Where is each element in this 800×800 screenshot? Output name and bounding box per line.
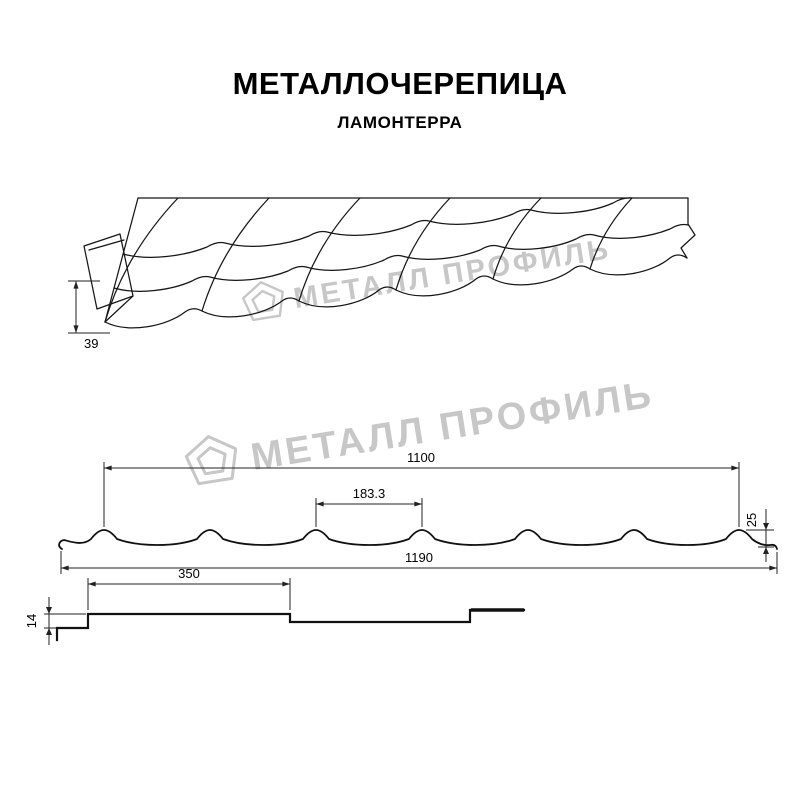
step-profile-line (55, 608, 526, 642)
dim-label-14: 14 (24, 614, 39, 628)
watermark-center: МЕТАЛЛ ПРОФИЛЬ (184, 374, 657, 486)
page-subtitle: ЛАМОНТЕРРА (337, 113, 463, 132)
arrow-up (763, 547, 769, 554)
arrow-down (763, 523, 769, 530)
tile-wave-line (201, 197, 270, 312)
dim-label-350: 350 (178, 566, 200, 581)
dim-label-1100: 1100 (407, 450, 435, 465)
cross-section-view: 1100 183.3 25 (58, 450, 778, 574)
step-profile-view: 350 14 (24, 566, 526, 645)
perspective-view: 39 (68, 197, 696, 351)
dimension-cover-width: 1100 (103, 450, 740, 527)
dimension-wave-pitch: 183.3 (315, 486, 423, 527)
dimension-step-height: 14 (24, 597, 86, 645)
tile-wave-line (298, 197, 361, 302)
watermark-upper: МЕТАЛЛ ПРОФИЛЬ (241, 233, 613, 322)
house-logo-icon (184, 435, 238, 486)
tile-row-line (122, 197, 633, 258)
dimension-module-length: 350 (87, 566, 291, 610)
dimension-profile-height: 25 (744, 509, 774, 562)
arrow-up (46, 628, 52, 635)
tile-row-line (113, 223, 689, 292)
tile-wave-line (492, 197, 542, 280)
dimension-overall-width: 1190 (60, 550, 778, 574)
dim-label-183-3: 183.3 (353, 486, 386, 501)
dimension-flange-height: 39 (68, 280, 110, 351)
tile-sheet-left-edge (104, 197, 139, 323)
start-flange-inner-line (88, 239, 125, 251)
start-flange-connector (104, 295, 134, 323)
dim-label-1190: 1190 (405, 550, 433, 565)
tile-wave-line (104, 197, 179, 323)
dim-label-25: 25 (744, 513, 759, 527)
arrow-down (46, 607, 52, 614)
dim-label-39: 39 (84, 336, 98, 351)
watermark-text: МЕТАЛЛ ПРОФИЛЬ (248, 374, 657, 479)
page-title: МЕТАЛЛОЧЕРЕПИЦА (232, 66, 568, 101)
tile-wave-line (589, 197, 633, 270)
tile-wave-line (395, 197, 451, 291)
title-block: МЕТАЛЛОЧЕРЕПИЦА ЛАМОНТЕРРА (0, 66, 800, 133)
tile-sheet-break-edge (680, 197, 696, 259)
monterrey-profile-curve (58, 529, 778, 550)
